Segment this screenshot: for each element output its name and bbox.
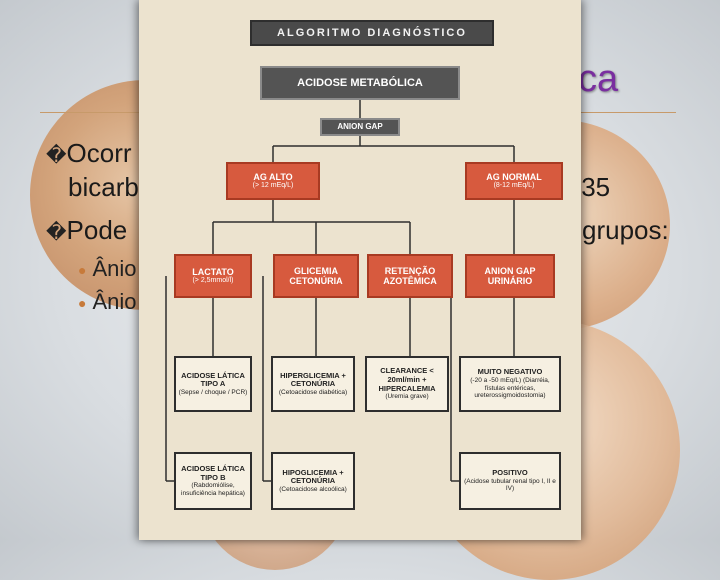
ag-normal-box: AG NORMAL (8-12 mEq/L) <box>465 162 563 200</box>
muito-negativo-sub: (-20 a -50 mEq/L) (Diarréia, fístulas en… <box>461 377 559 399</box>
bullet-1-text: Ocorr <box>67 138 132 168</box>
hiperglicemia-sub: (Cetoacidose diabética) <box>279 389 347 396</box>
hiperglicemia-title: HIPERGLICEMIA + CETONÚRIA <box>273 372 353 389</box>
positivo-box: POSITIVO (Acidose tubular renal tipo I, … <box>459 452 561 510</box>
muito-negativo-title: MUITO NEGATIVO <box>478 368 543 377</box>
lactato-box: LACTATO (> 2,5mmol/l) <box>174 254 252 298</box>
bullet-1-continuation: bicarb <box>68 172 139 203</box>
acidose-latica-a-title: ACIDOSE LÁTICA TIPO A <box>176 372 250 389</box>
bullet-dot-icon: ● <box>78 295 86 311</box>
glicemia-box: GLICEMIA CETONÚRIA <box>273 254 359 298</box>
algorithm-page: ALGORITMO DIAGNÓSTICO ACIDOSE METABÓLICA… <box>139 0 581 540</box>
anion-gap-box: ANION GAP <box>320 118 400 136</box>
ag-alto-box: AG ALTO (> 12 mEq/L) <box>226 162 320 200</box>
bullet-icon: � <box>46 222 67 244</box>
acidose-latica-a-box: ACIDOSE LÁTICA TIPO A (Sepse / choque / … <box>174 356 252 412</box>
sub-bullet-1-text: Ânio <box>92 256 136 281</box>
anion-gap-urinario-title: ANION GAP <box>484 266 535 276</box>
hiperglicemia-box: HIPERGLICEMIA + CETONÚRIA (Cetoacidose d… <box>271 356 355 412</box>
bullet-2-text: Pode <box>67 215 128 245</box>
bullet-1: �Ocorr <box>46 138 132 169</box>
positivo-sub: (Acidose tubular renal tipo I, II e IV) <box>461 478 559 493</box>
hipoglicemia-title: HIPOGLICEMIA + CETONÚRIA <box>273 469 353 486</box>
bullet-2-end: grupos: <box>582 215 669 246</box>
retencao-box: RETENÇÃO AZOTÊMICA <box>367 254 453 298</box>
lactato-title: LACTATO <box>192 267 234 277</box>
ag-normal-sub: (8-12 mEq/L) <box>494 182 535 190</box>
glicemia-title: GLICEMIA <box>294 266 338 276</box>
ag-normal-title: AG NORMAL <box>486 172 542 182</box>
acidose-latica-a-sub: (Sepse / choque / PCR) <box>179 389 248 396</box>
hipoglicemia-sub: (Cetoacidose alcoólica) <box>279 486 347 493</box>
sub-bullet-2: ● Ânio <box>78 289 137 315</box>
clearance-sub: (Uremia grave) <box>385 393 428 400</box>
retencao-title: RETENÇÃO <box>385 266 436 276</box>
bullet-icon: � <box>46 145 67 167</box>
bullet-2: �Pode <box>46 215 127 246</box>
sub-bullet-1: ● Ânio <box>78 256 137 282</box>
ag-alto-sub: (> 12 mEq/L) <box>253 182 294 190</box>
acidose-metabolica-box: ACIDOSE METABÓLICA <box>260 66 460 100</box>
hipoglicemia-box: HIPOGLICEMIA + CETONÚRIA (Cetoacidose al… <box>271 452 355 510</box>
algorithm-header: ALGORITMO DIAGNÓSTICO <box>250 20 494 46</box>
acidose-latica-b-box: ACIDOSE LÁTICA TIPO B (Rabdomiólise, ins… <box>174 452 252 510</box>
bullet-dot-icon: ● <box>78 262 86 278</box>
clearance-title: CLEARANCE < 20ml/min + HIPERCALEMIA <box>367 367 447 393</box>
acidose-latica-b-title: ACIDOSE LÁTICA TIPO B <box>176 465 250 482</box>
ag-alto-title: AG ALTO <box>253 172 292 182</box>
positivo-title: POSITIVO <box>492 469 527 478</box>
sub-bullet-2-text: Ânio <box>92 289 136 314</box>
anion-gap-urinario-sub: URINÁRIO <box>488 276 533 286</box>
anion-gap-urinario-box: ANION GAP URINÁRIO <box>465 254 555 298</box>
lactato-sub: (> 2,5mmol/l) <box>192 277 233 285</box>
muito-negativo-box: MUITO NEGATIVO (-20 a -50 mEq/L) (Diarré… <box>459 356 561 412</box>
acidose-latica-b-sub: (Rabdomiólise, insuficiência hepática) <box>176 482 250 497</box>
clearance-box: CLEARANCE < 20ml/min + HIPERCALEMIA (Ure… <box>365 356 449 412</box>
retencao-sub: AZOTÊMICA <box>383 276 437 286</box>
glicemia-sub: CETONÚRIA <box>289 276 342 286</box>
